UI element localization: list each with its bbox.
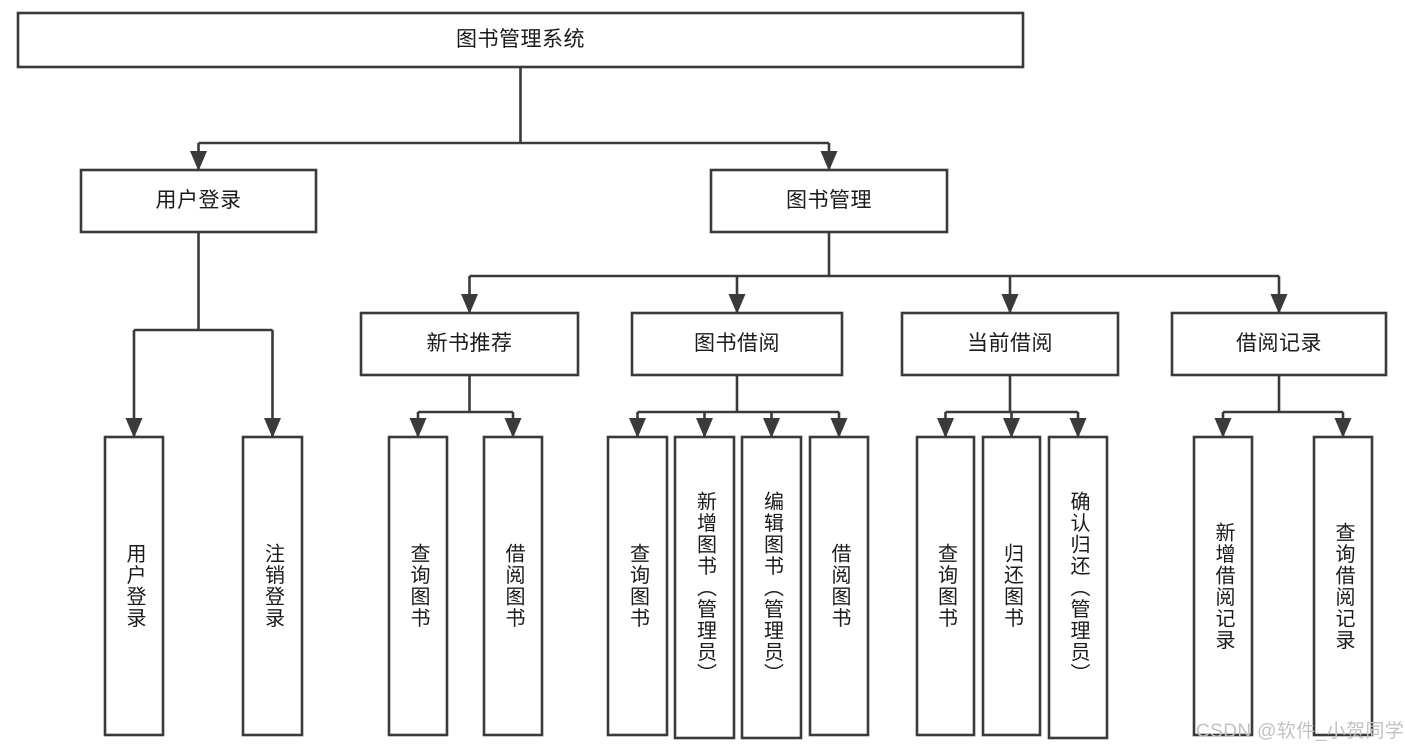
arrow-head-icon [125, 418, 143, 438]
arrow-head-icon [629, 418, 646, 438]
arrow-head-icon [696, 418, 713, 438]
arrow-head-icon [763, 418, 780, 438]
node-box-leaf-logout [241, 435, 304, 737]
node-box-leaf-query-book-3 [915, 435, 976, 737]
node-box-leaf-add-record [1192, 435, 1254, 737]
arrow-head-icon [409, 418, 427, 438]
arrow-head-icon [264, 418, 281, 438]
node-box-leaf-query-book-1 [387, 435, 449, 737]
node-box-user-login [79, 168, 318, 234]
node-box-leaf-query-record [1312, 435, 1374, 737]
node-box-leaf-confirm-return [1047, 435, 1109, 740]
edges-layer [125, 67, 1352, 438]
arrow-head-icon [504, 418, 522, 438]
arrow-head-icon [728, 294, 746, 314]
arrow-head-icon [1270, 294, 1288, 314]
node-box-leaf-add-book [673, 435, 736, 740]
node-box-leaf-edit-book [740, 435, 803, 740]
arrow-head-icon [830, 418, 848, 438]
arrow-head-icon [820, 151, 838, 171]
nodes-layer [16, 11, 1388, 740]
arrow-head-icon [190, 151, 207, 171]
node-box-current-borrow [900, 311, 1120, 377]
watermark-text: CSDN @软件_小贺同学 [1196, 721, 1405, 742]
node-box-leaf-return-book [981, 435, 1042, 737]
arrow-head-icon [937, 418, 954, 438]
node-box-leaf-borrow-book-1 [482, 435, 544, 737]
node-box-leaf-query-book-2 [606, 435, 669, 737]
node-box-book-borrow [630, 311, 844, 377]
node-box-root [16, 11, 1025, 69]
node-box-new-book-recommend [359, 311, 580, 377]
node-box-book-manage [709, 168, 949, 234]
arrow-head-icon [461, 294, 478, 314]
arrow-head-icon [1214, 418, 1232, 438]
node-box-leaf-user-login [103, 435, 165, 737]
arrow-head-icon [1334, 418, 1352, 438]
arrow-head-icon [1003, 418, 1020, 438]
node-box-borrow-record [1170, 311, 1388, 377]
arrow-head-icon [1001, 294, 1019, 314]
node-box-leaf-borrow-book-2 [808, 435, 870, 737]
arrow-head-icon [1069, 418, 1087, 438]
